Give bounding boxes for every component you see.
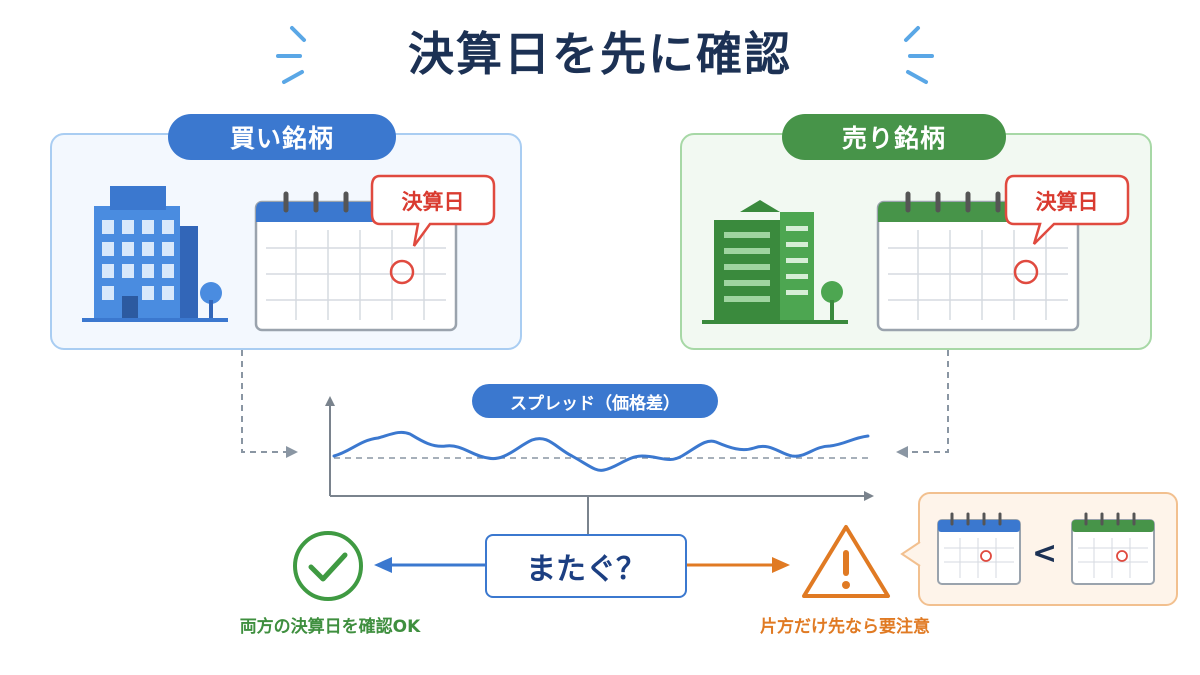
ok-message: 両方の決算日を確認OK bbox=[239, 617, 421, 637]
warning-message: 片方だけ先なら要注意 bbox=[760, 617, 930, 637]
sell-earnings-date-label: 決算日 bbox=[1035, 190, 1099, 214]
green-small-calendar-icon bbox=[1071, 512, 1155, 585]
spread-label: スプレッド（価格差） bbox=[472, 384, 718, 418]
blue-small-calendar-icon bbox=[937, 512, 1021, 585]
sell-calendar-icon bbox=[876, 191, 1080, 332]
buy-callout-bubble bbox=[370, 174, 496, 247]
buy-earnings-date-label: 決算日 bbox=[401, 190, 465, 214]
page-title: 決算日を先に確認 bbox=[408, 27, 792, 81]
green-building-icon bbox=[702, 200, 848, 324]
question-box: またぐ？ bbox=[485, 534, 687, 598]
blue-building-icon bbox=[82, 186, 228, 322]
comparison-symbol: < bbox=[1032, 536, 1058, 571]
warning-triangle-icon bbox=[802, 525, 890, 598]
check-circle-icon bbox=[293, 531, 363, 601]
right-burst-icon bbox=[904, 26, 934, 84]
left-burst-icon bbox=[276, 26, 306, 84]
buy-stock-label: 買い銘柄 bbox=[168, 114, 396, 160]
sell-stock-label: 売り銘柄 bbox=[782, 114, 1006, 160]
sell-callout-bubble bbox=[1004, 174, 1130, 245]
comparison-box-pointer bbox=[900, 541, 921, 567]
